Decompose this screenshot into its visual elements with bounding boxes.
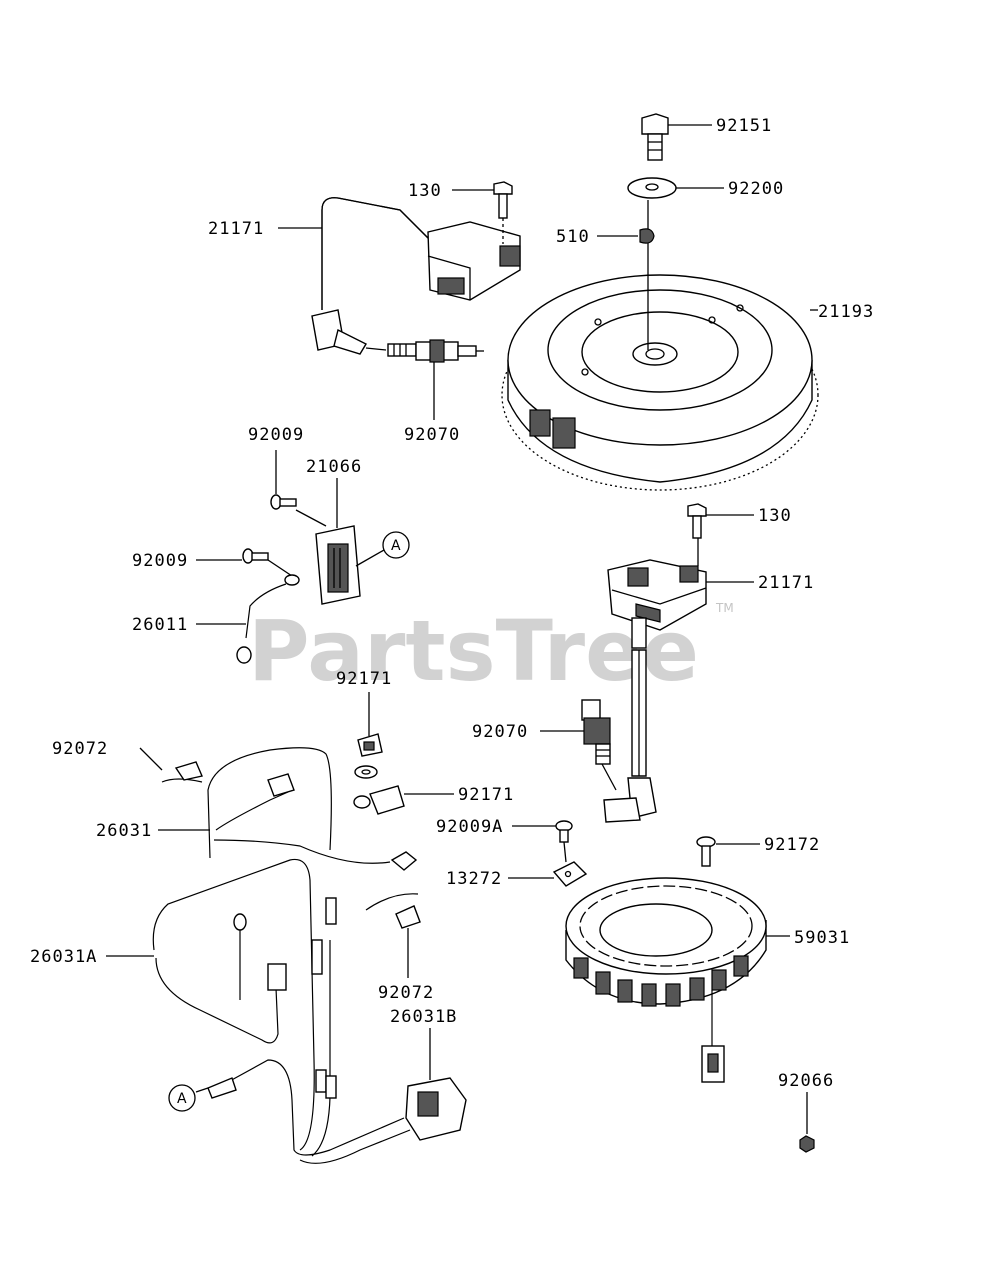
ignition-coil-lower [603,530,754,823]
key-510 [597,228,655,244]
label-92009-top: 92009 [248,425,304,445]
washer-92200 [627,177,724,199]
stator-59031 [565,877,790,1083]
bolt-130-upper [452,181,513,244]
label-92200: 92200 [728,179,784,199]
label-26031B: 26031B [390,1007,457,1027]
screw-92009-top [270,450,297,510]
label-92172: 92172 [764,835,820,855]
reference-marker-a-lower-leader [195,1087,209,1093]
wire-harness-26031A [106,858,337,1151]
screw-92172 [696,836,760,867]
label-26031A: 26031A [30,947,97,967]
screw-92009-middle [196,548,269,564]
reference-marker-a-upper [382,531,410,559]
label-130-lower: 130 [758,506,792,526]
label-92066: 92066 [778,1071,834,1091]
ground-lead-26011 [196,574,300,664]
spark-plug-upper [365,339,484,420]
regulator-21066 [267,478,385,605]
reference-marker-a-lower-text: A [177,1091,187,1107]
label-26011: 26011 [132,615,188,635]
label-92009A: 92009A [436,817,503,837]
label-92171-lower: 92171 [458,785,514,805]
ignition-coil-upper [278,197,521,355]
label-92171-upper: 92171 [336,669,392,689]
bracket-13272 [508,841,588,887]
label-92072-upper: 92072 [52,739,108,759]
label-21171-upper: 21171 [208,219,264,239]
label-59031: 59031 [794,928,850,948]
label-92151: 92151 [716,116,772,136]
label-130-upper: 130 [408,181,442,201]
label-92009-middle: 92009 [132,551,188,571]
label-26031: 26031 [96,821,152,841]
nut-92066 [799,1092,815,1153]
reference-marker-a-lower [168,1084,196,1112]
label-92072-lower: 92072 [378,983,434,1003]
watermark-tm: TM [715,601,734,615]
wire-harness-26031B [207,940,467,1164]
label-21066: 21066 [306,457,362,477]
label-92070-lower: 92070 [472,722,528,742]
wire-harness-26031 [139,747,421,978]
spark-plug-lower [540,699,617,791]
label-13272: 13272 [446,869,502,889]
screw-92009A [512,820,573,843]
bolt-92151 [641,113,712,161]
flywheel-21193 [501,200,819,491]
label-510: 510 [556,227,590,247]
label-21193: 21193 [818,302,874,322]
clip-92171-lower [353,785,454,815]
clip-92171-upper [354,692,383,779]
label-92070-upper: 92070 [404,425,460,445]
bolt-130-lower [687,503,754,539]
label-21171-lower: 21171 [758,573,814,593]
reference-marker-a-upper-text: A [391,538,401,554]
